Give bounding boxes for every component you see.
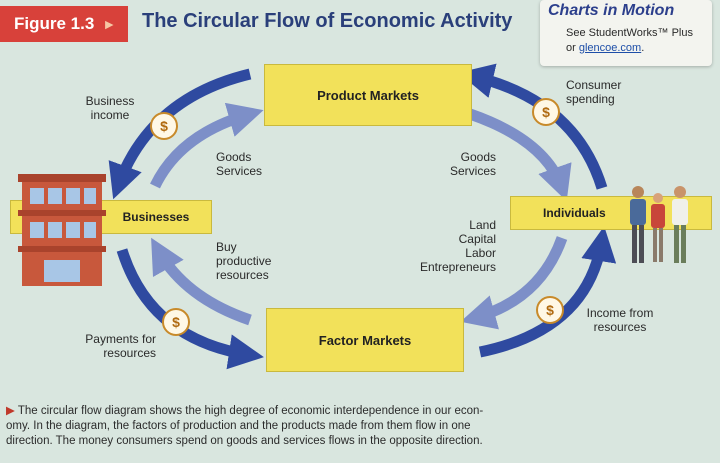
charts-in-motion-line2: or glencoe.com. — [566, 41, 693, 56]
caption-line3: direction. The money consumers spend on … — [6, 435, 483, 447]
coin-income-from-resources: $ — [536, 296, 564, 324]
building-icon — [18, 174, 106, 286]
link-suffix: . — [641, 42, 645, 54]
label-line: Services — [449, 164, 496, 178]
businesses-label: Businesses — [122, 210, 190, 224]
label-line: Income from — [586, 306, 654, 320]
factor-markets-box: Factor Markets — [266, 308, 464, 372]
label-line: Entrepreneurs — [419, 260, 496, 274]
figure-label-tab: Figure 1.3 ► — [0, 6, 128, 42]
glencoe-link[interactable]: glencoe.com — [578, 42, 642, 54]
charts-in-motion-title: Charts in Motion — [548, 2, 675, 19]
charts-in-motion-text: See StudentWorks™ Plus or glencoe.com. — [566, 26, 693, 56]
label-payments-for-resources: Payments for resources — [72, 332, 156, 360]
label-consumer-spending: Consumer spending — [566, 78, 621, 106]
arrow-factors-to-market — [460, 236, 568, 330]
label-line: resources — [593, 320, 647, 334]
figure-label: Figure 1.3 — [14, 14, 95, 33]
coin-payments-for-resources: $ — [162, 308, 190, 336]
label-line: Capital — [458, 232, 496, 246]
label-line: spending — [566, 92, 615, 106]
coin-consumer-spending: $ — [532, 98, 560, 126]
caption-line2: omy. In the diagram, the factors of prod… — [6, 420, 471, 432]
arrow-goods-to-product-markets — [150, 102, 264, 189]
label-line: income — [90, 108, 130, 122]
individuals-label: Individuals — [543, 206, 606, 220]
label-goods-services-right: Goods Services — [436, 150, 496, 178]
label-line: resources — [103, 346, 156, 360]
people-icon — [630, 186, 688, 263]
label-line: resources — [216, 268, 269, 282]
figure-caption: ▶ The circular flow diagram shows the hi… — [6, 404, 706, 449]
triangle-right-icon: ► — [102, 16, 117, 32]
figure-title: The Circular Flow of Economic Activity — [142, 10, 513, 32]
caption-line1: ▶ The circular flow diagram shows the hi… — [6, 404, 706, 419]
caption-triangle-icon: ▶ — [6, 405, 15, 417]
arrow-goods-to-individuals — [468, 108, 572, 202]
label-line: Payments for — [85, 332, 156, 346]
label-buy-productive-resources: Buy productive resources — [216, 240, 271, 282]
label-line: Goods — [460, 150, 496, 164]
label-line: Services — [216, 164, 263, 178]
label-goods-services-left: Goods Services — [216, 150, 262, 178]
label-line: Buy — [216, 240, 237, 254]
label-business-income: Business income — [78, 94, 142, 122]
charts-in-motion-box — [540, 0, 712, 66]
charts-in-motion-line1: See StudentWorks™ Plus — [566, 27, 693, 39]
link-prefix: or — [566, 42, 579, 54]
label-income-from-resources: Income from resources — [578, 306, 662, 334]
arrow-buy-resources — [151, 237, 252, 326]
label-line: Business — [85, 94, 135, 108]
product-markets-box: Product Markets — [264, 64, 472, 126]
label-line: Goods — [216, 150, 252, 164]
label-line: Labor — [465, 246, 496, 260]
arrow-income-from-resources — [478, 226, 617, 358]
label-line: productive — [216, 254, 272, 268]
coin-business-income: $ — [150, 112, 178, 140]
label-factors-of-production: Land Capital Labor Entrepreneurs — [412, 218, 496, 274]
label-line: Consumer — [566, 78, 622, 92]
caption-text-1: The circular flow diagram shows the high… — [17, 405, 484, 417]
label-line: Land — [469, 218, 496, 232]
